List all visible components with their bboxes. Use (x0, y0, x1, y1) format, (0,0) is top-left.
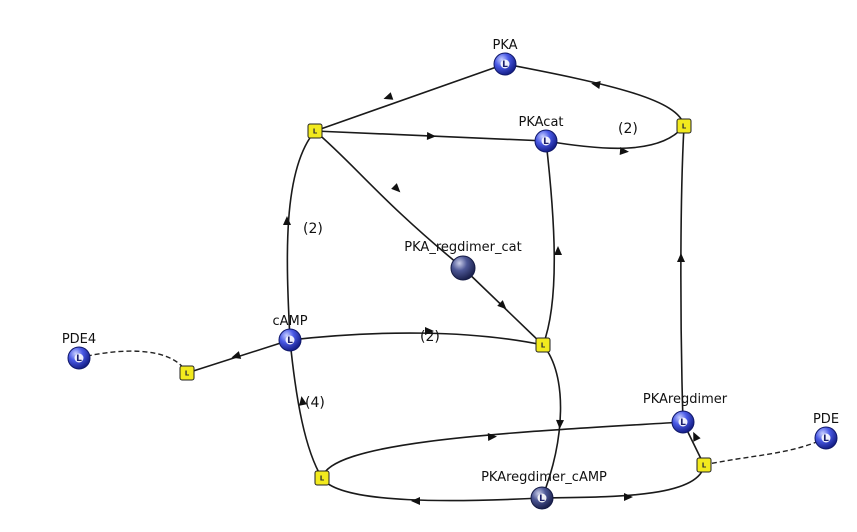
edge-pde4-r4 (78, 350, 188, 374)
arrowhead (426, 132, 436, 140)
reaction-nodes: L L L L L L (179, 118, 712, 486)
arrowhead (425, 327, 434, 335)
edge-pkacat-r2 (545, 125, 685, 150)
reaction-glyph: L (185, 370, 190, 378)
edge-camp-r3 (289, 332, 544, 346)
lock-glyph: L (823, 434, 829, 444)
reaction-node-r2[interactable]: L (676, 118, 692, 134)
edge-pde-r6 (703, 437, 827, 466)
arrowheads (231, 81, 701, 505)
edges (78, 63, 827, 502)
stoich-camp-down: (4) (305, 395, 325, 411)
edge-r1-regdimercat (314, 130, 464, 269)
arrowhead (677, 253, 685, 262)
edge-pkaregdimer-r2 (680, 125, 685, 423)
species-node-pkacat[interactable]: L PKAcat (518, 115, 564, 153)
species-node-pde[interactable]: L PDE (813, 412, 839, 450)
species-node-pde4[interactable]: L PDE4 (62, 332, 96, 370)
edge-pkaregdimercamp-r6 (541, 464, 705, 499)
reaction-node-r3[interactable]: L (535, 337, 551, 353)
edge-r3-pkaregdimercamp (541, 344, 562, 499)
edge-r2-pka (504, 63, 685, 127)
species-nodes: L PKA L PKAcat PKA_regdimer_cat L cAMP L… (62, 38, 839, 510)
species-label: PDE4 (62, 332, 96, 347)
species-label: PKAcat (518, 115, 563, 130)
reaction-node-r1[interactable]: L (307, 123, 323, 139)
arrowhead (231, 351, 242, 359)
arrowhead (487, 433, 497, 441)
arrowhead (693, 431, 701, 442)
arrowhead (497, 300, 507, 310)
edge-camp-r5 (289, 339, 323, 479)
reaction-glyph: L (320, 475, 325, 483)
species-node-pkaregdimer-camp[interactable]: L PKAregdimer_cAMP (481, 470, 607, 510)
lock-glyph: L (539, 494, 545, 504)
reaction-glyph: L (682, 123, 687, 131)
species-label: PKAregdimer_cAMP (481, 470, 607, 485)
arrowhead (391, 183, 401, 193)
edge-r3-pkacat (542, 140, 556, 346)
arrowhead (554, 246, 562, 255)
edge-r5-pkaregdimer (321, 421, 684, 479)
stoichiometry-labels: (2) (2) (2) (4) (303, 121, 638, 411)
species-node-camp[interactable]: L cAMP (272, 314, 308, 352)
species-label: PDE (813, 412, 839, 427)
reaction-glyph: L (313, 128, 318, 136)
reaction-node-r6[interactable]: L (696, 457, 712, 473)
lock-glyph: L (543, 137, 549, 147)
lock-glyph: L (502, 60, 508, 70)
arrowhead (624, 493, 633, 501)
reaction-glyph: L (541, 342, 546, 350)
species-label: PKA (492, 38, 517, 53)
arrowhead (556, 419, 564, 429)
stoich-camp-right: (2) (420, 329, 440, 345)
species-node-pka-regdimer-cat[interactable]: PKA_regdimer_cat (404, 240, 522, 281)
species-label: PKAregdimer (643, 392, 728, 407)
reaction-glyph: L (702, 462, 707, 470)
species-node-pkaregdimer[interactable]: L PKAregdimer (643, 392, 728, 434)
lock-glyph: L (76, 354, 82, 364)
arrowhead (299, 396, 307, 406)
lock-glyph: L (680, 418, 686, 428)
arrowhead (283, 216, 291, 225)
reaction-node-r5[interactable]: L (314, 470, 330, 486)
reaction-node-r4[interactable]: L (179, 365, 195, 381)
arrowhead (619, 147, 629, 155)
species-label: PKA_regdimer_cat (404, 240, 521, 255)
species-node-pka[interactable]: L PKA (492, 38, 518, 76)
species-label: cAMP (272, 314, 307, 329)
lock-glyph: L (287, 336, 293, 346)
arrowhead (383, 92, 394, 100)
edge-pka-r1 (314, 63, 506, 132)
arrowhead (411, 497, 420, 505)
stoich-pkacat-out: (2) (618, 121, 638, 137)
arrowhead (591, 81, 601, 89)
edge-pkaregdimercamp-r5 (321, 477, 543, 502)
stoich-camp-up: (2) (303, 221, 323, 237)
